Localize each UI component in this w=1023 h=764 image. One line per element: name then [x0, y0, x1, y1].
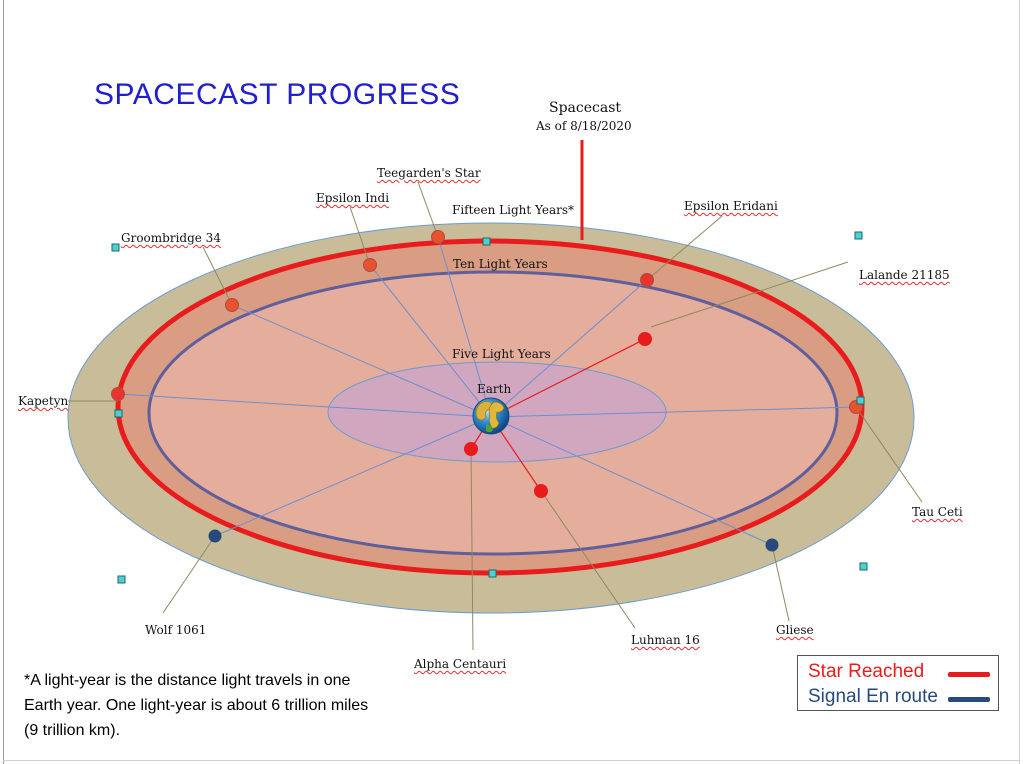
earth-icon — [472, 397, 510, 435]
spacecast-label: Spacecast — [549, 100, 622, 116]
slide-border-bottom — [3, 760, 1020, 761]
leader-wolf — [162, 535, 216, 614]
leader-lalande — [650, 261, 849, 328]
leader-epsilon-eridani — [646, 215, 723, 281]
star-dot-groombridge — [225, 298, 239, 312]
star-label-epsilon-eridani: Epsilon Eridani — [684, 199, 778, 213]
star-dot-teegarden — [431, 230, 445, 244]
leader-luhman — [540, 490, 636, 629]
star-dot-luhman — [534, 484, 548, 498]
leader-teegarden — [417, 181, 439, 238]
slide-border-right — [1019, 0, 1020, 764]
star-dot-epsilon-eridani — [640, 273, 654, 287]
slide-border-left — [3, 0, 4, 764]
marker-square — [111, 243, 120, 252]
radial-line-epsilon-indi — [369, 264, 492, 418]
spacecast-date: As of 8/18/2020 — [536, 119, 632, 133]
radial-line-wolf — [214, 416, 492, 537]
radial-line-kapetyn — [117, 393, 492, 418]
legend-en-route-swatch — [948, 697, 990, 702]
star-label-tau-ceti: Tau Ceti — [912, 505, 963, 519]
star-label-gliese: Gliese — [776, 623, 814, 637]
star-label-epsilon-indi: Epsilon Indi — [316, 191, 390, 205]
star-dot-epsilon-indi — [363, 258, 377, 272]
marker-square — [117, 575, 126, 584]
star-dot-wolf — [208, 529, 222, 543]
leader-alpha-centauri — [470, 448, 474, 651]
radial-line-teegarden — [437, 236, 492, 418]
star-label-groombridge: Groombridge 34 — [121, 231, 221, 245]
star-label-alpha-centauri: Alpha Centauri — [414, 657, 507, 671]
radial-line-tau-ceti — [490, 406, 857, 418]
star-dot-lalande — [638, 332, 652, 346]
leader-lines — [68, 181, 923, 651]
star-dots — [111, 230, 863, 552]
leader-tau-ceti — [855, 406, 923, 503]
radial-line-lalande — [490, 338, 646, 418]
leader-gliese — [771, 544, 790, 622]
leader-epsilon-indi — [349, 206, 371, 266]
light-year-footnote: *A light-year is the distance light trav… — [24, 672, 369, 739]
earth-label: Earth — [477, 382, 512, 396]
marker-square — [114, 409, 123, 418]
star-dot-alpha-centauri — [464, 442, 478, 456]
ring-label-five: Five Light Years — [452, 347, 551, 361]
radial-lines — [117, 236, 857, 546]
marker-square — [482, 237, 491, 246]
star-label-wolf: Wolf 1061 — [145, 623, 207, 637]
leader-groombridge — [202, 246, 233, 306]
star-label-kapetyn: Kapetyn — [18, 394, 69, 408]
marker-square — [854, 231, 863, 240]
marker-square — [856, 396, 865, 405]
star-dot-gliese — [765, 538, 779, 552]
star-label-teegarden: Teegarden's Star — [377, 166, 481, 180]
radial-line-groombridge — [231, 304, 492, 418]
marker-square — [488, 569, 497, 578]
page-title: SPACECAST PROGRESS — [94, 78, 461, 111]
legend-en-route-label: Signal En route — [808, 686, 938, 707]
square-markers — [111, 231, 868, 584]
star-dot-kapetyn — [111, 387, 125, 401]
legend-reached-label: Star Reached — [808, 661, 925, 682]
radial-line-epsilon-eridani — [490, 279, 648, 418]
radial-line-gliese — [490, 416, 773, 546]
marker-square — [859, 562, 868, 571]
star-label-lalande: Lalande 21185 — [859, 268, 950, 282]
ring-label-ten: Ten Light Years — [453, 257, 548, 271]
star-label-luhman: Luhman 16 — [631, 633, 700, 647]
legend-reached-swatch — [948, 672, 990, 677]
ring-label-fifteen: Fifteen Light Years* — [452, 203, 575, 217]
legend: Star Reached Signal En route — [797, 655, 999, 711]
